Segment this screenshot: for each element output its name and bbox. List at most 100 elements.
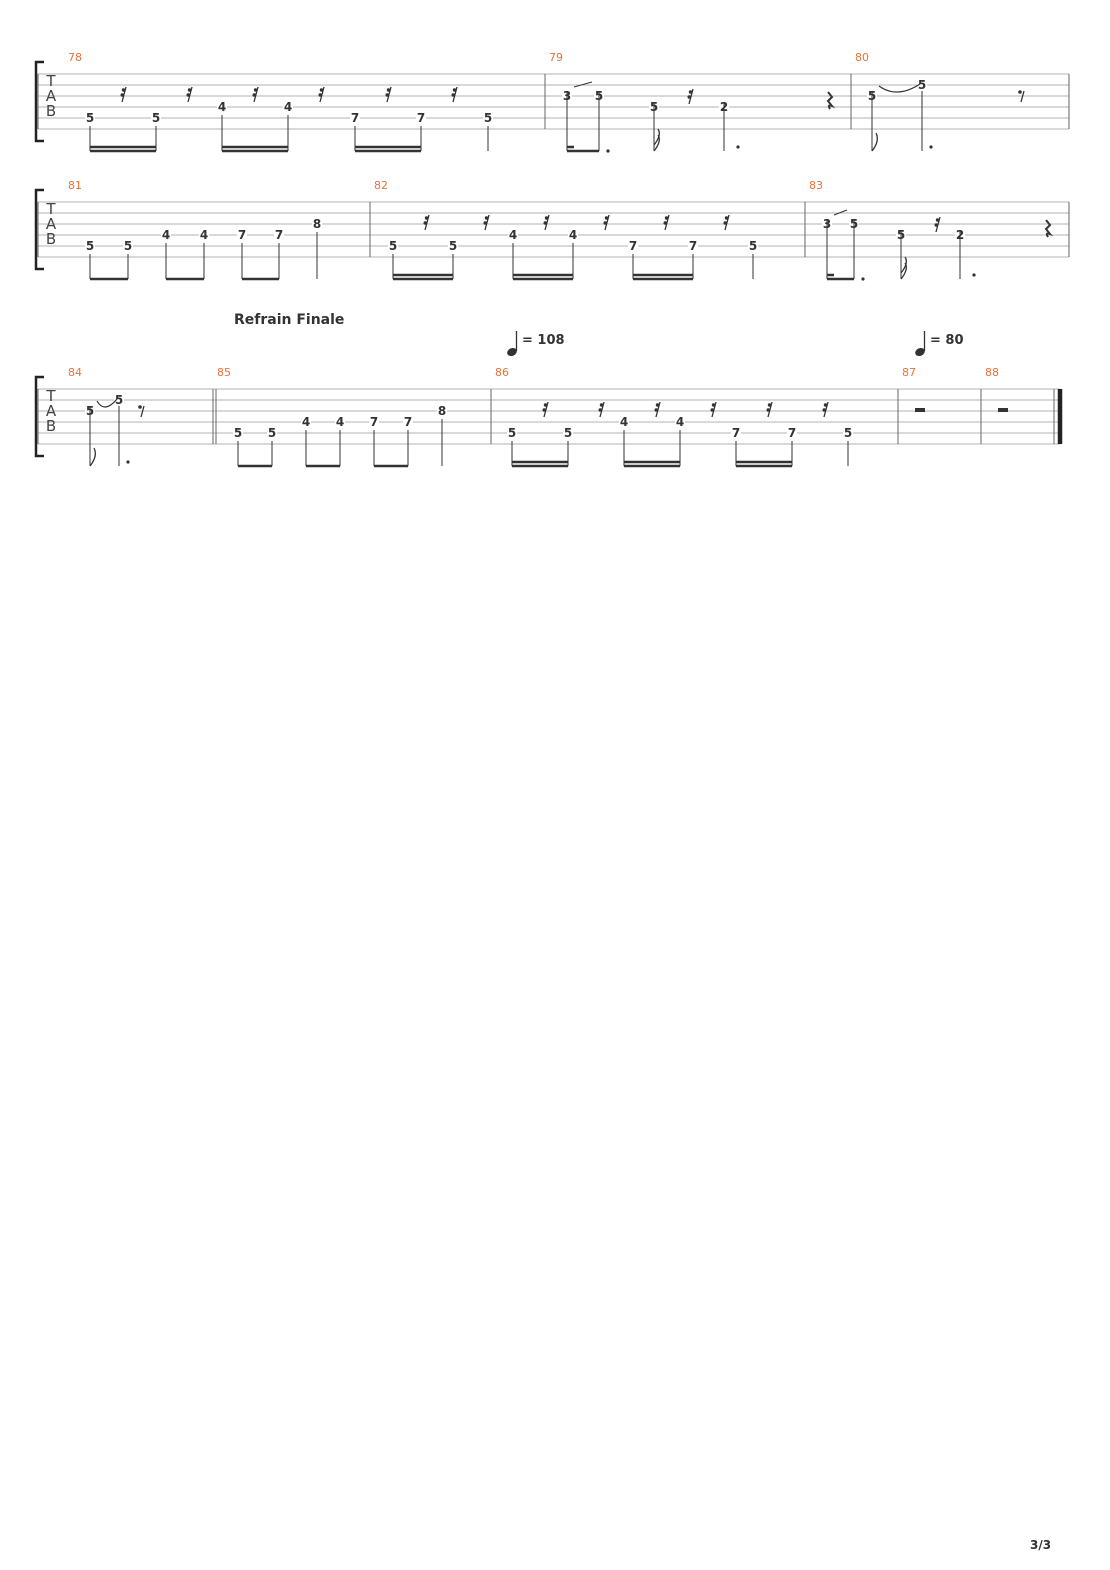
augmentation-dot <box>736 145 740 149</box>
fret-number: 7 <box>732 426 740 440</box>
fret-number: 4 <box>162 228 170 242</box>
section-marker: Refrain Finale <box>234 312 344 328</box>
augmentation-dot <box>126 460 130 464</box>
system-bracket <box>34 375 44 458</box>
sixteenth-rest-icon <box>385 86 392 103</box>
fret-number-bg <box>85 112 95 124</box>
fret-number: 4 <box>218 100 226 114</box>
fret-number-bg <box>283 101 293 113</box>
eighth-rest-icon <box>138 405 145 418</box>
tab-clef-letter: B <box>46 102 56 120</box>
fret-number: 8 <box>438 404 446 418</box>
augmentation-dot <box>972 273 976 277</box>
measure-number: 78 <box>68 51 82 64</box>
sixteenth-rest-icon <box>451 86 458 103</box>
fret-number-bg <box>917 79 927 91</box>
tab-clef-letter: B <box>46 417 56 435</box>
sixteenth-rest-icon <box>318 86 325 103</box>
measure-number: 88 <box>985 366 999 379</box>
fret-number: 5 <box>389 239 397 253</box>
fret-number: 7 <box>689 239 697 253</box>
tempo-marking: = 80 <box>930 333 964 348</box>
fret-number: 5 <box>484 111 492 125</box>
tab-clef-letter: T <box>45 200 56 218</box>
sixteenth-rest-icon <box>252 86 259 103</box>
fret-number-bg <box>312 218 322 230</box>
fret-number-bg <box>437 405 447 417</box>
page-number: 3/3 <box>1030 1538 1052 1552</box>
measure-number: 86 <box>495 366 509 379</box>
fret-number-bg <box>114 394 124 406</box>
fret-number: 5 <box>749 239 757 253</box>
fret-number: 4 <box>509 228 517 242</box>
tie <box>96 398 118 408</box>
fret-number: 7 <box>788 426 796 440</box>
fret-number: 4 <box>336 415 344 429</box>
sixteenth-rest-icon <box>603 214 610 231</box>
measure-number: 85 <box>217 366 231 379</box>
sixteenth-rest-icon <box>423 214 430 231</box>
tab-clef-letter: A <box>46 402 57 420</box>
measure-number: 82 <box>374 179 388 192</box>
fret-number-bg <box>416 112 426 124</box>
fret-number-bg <box>274 229 284 241</box>
fret-number-bg <box>267 427 277 439</box>
fret-number: 5 <box>86 111 94 125</box>
fret-number: 4 <box>620 415 628 429</box>
note-flag <box>653 128 660 152</box>
fret-number-bg <box>335 416 345 428</box>
fret-number-bg <box>843 427 853 439</box>
fret-number-bg <box>748 240 758 252</box>
fret-number: 5 <box>508 426 516 440</box>
tab-clef-letter: A <box>46 215 57 233</box>
fret-number-bg <box>161 229 171 241</box>
sixteenth-rest-icon <box>822 401 829 418</box>
tie <box>878 83 921 93</box>
measure-number: 79 <box>549 51 563 64</box>
tab-clef-letter: B <box>46 230 56 248</box>
sixteenth-rest-icon <box>654 401 661 418</box>
fret-number-bg <box>787 427 797 439</box>
sixteenth-rest-icon <box>934 216 941 233</box>
fret-number: 5 <box>449 239 457 253</box>
fret-number: 4 <box>569 228 577 242</box>
measure-number: 87 <box>902 366 916 379</box>
system-bracket <box>34 60 44 143</box>
fret-number: 5 <box>918 78 926 92</box>
quarter-note-icon <box>507 331 518 357</box>
fret-number-bg <box>233 427 243 439</box>
fret-number-bg <box>675 416 685 428</box>
fret-number-bg <box>403 416 413 428</box>
tab-clef-letter: T <box>45 72 56 90</box>
fret-number: 5 <box>844 426 852 440</box>
quarter-rest-icon <box>826 91 836 110</box>
measure-number: 84 <box>68 366 82 379</box>
fret-number-bg <box>688 240 698 252</box>
fret-number-bg <box>151 112 161 124</box>
fret-number-bg <box>568 229 578 241</box>
sixteenth-rest-icon <box>543 214 550 231</box>
fret-number-bg <box>350 112 360 124</box>
fret-number-bg <box>483 112 493 124</box>
fret-number-bg <box>369 416 379 428</box>
quarter-note-icon <box>915 331 926 357</box>
tab-clef-letter: T <box>45 387 56 405</box>
fret-number-bg <box>123 240 133 252</box>
fret-number-bg <box>388 240 398 252</box>
sixteenth-rest-icon <box>766 401 773 418</box>
fret-number-bg <box>507 427 517 439</box>
sixteenth-rest-icon <box>120 86 127 103</box>
fret-number-bg <box>731 427 741 439</box>
fret-number: 5 <box>268 426 276 440</box>
measure-number: 81 <box>68 179 82 192</box>
note-flag <box>871 132 878 152</box>
fret-number-bg <box>563 427 573 439</box>
sixteenth-rest-icon <box>663 214 670 231</box>
sixteenth-rest-icon <box>687 88 694 105</box>
fret-number: 4 <box>284 100 292 114</box>
tempo-marking: = 108 <box>522 333 565 348</box>
fret-number: 7 <box>275 228 283 242</box>
augmentation-dot <box>606 149 610 153</box>
measure-number: 80 <box>855 51 869 64</box>
fret-number: 5 <box>564 426 572 440</box>
